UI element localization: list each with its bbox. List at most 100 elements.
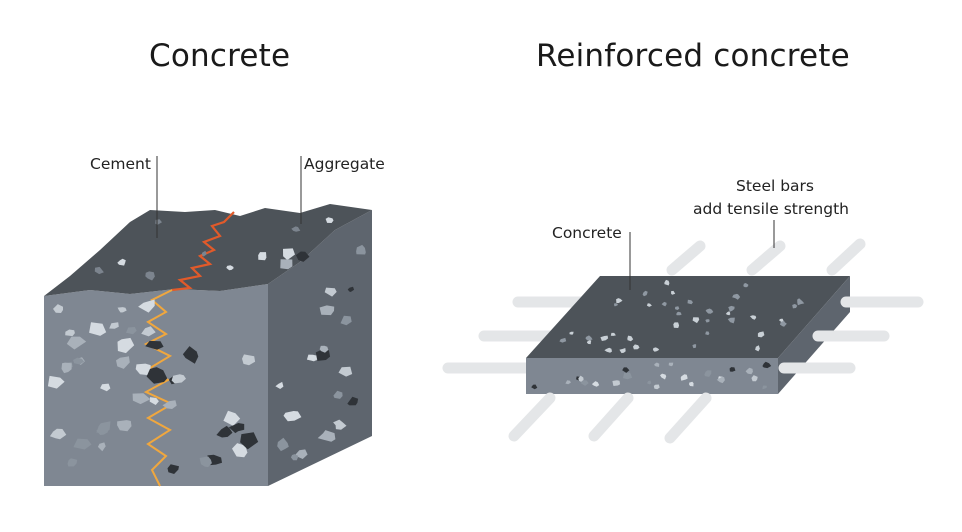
steel-bars-front xyxy=(508,296,924,444)
aggregate-piece xyxy=(559,337,567,343)
aggregate-piece xyxy=(117,420,132,432)
aggregate-piece xyxy=(145,340,164,350)
aggregate-piece xyxy=(614,303,619,307)
aggregate-piece xyxy=(126,327,137,335)
aggregate-piece xyxy=(53,304,63,313)
aggregate-piece xyxy=(673,322,680,328)
aggregate-piece xyxy=(569,331,574,335)
slab-aggregate-pieces xyxy=(531,279,805,390)
aggregate-piece xyxy=(762,361,772,369)
aggregate-piece xyxy=(580,380,589,386)
aggregate-piece xyxy=(749,315,757,320)
aggregate-piece xyxy=(240,432,259,450)
aggregate-piece xyxy=(676,311,682,316)
crack-top xyxy=(171,211,235,292)
aggregate-piece xyxy=(67,458,78,467)
aggregate-piece xyxy=(705,319,710,323)
aggregate-piece xyxy=(797,298,805,306)
aggregate-piece xyxy=(94,266,104,275)
aggregate-piece xyxy=(280,259,293,270)
concrete-front-face xyxy=(44,284,268,486)
aggregate-label: Aggregate xyxy=(304,155,385,173)
aggregate-piece xyxy=(692,344,697,349)
aggregate-piece xyxy=(291,226,301,232)
aggregate-piece xyxy=(732,293,741,300)
aggregate-piece xyxy=(591,381,600,387)
aggregate-piece xyxy=(138,299,155,313)
aggregate-piece xyxy=(664,279,670,286)
aggregate-piece xyxy=(135,363,151,376)
aggregate-piece xyxy=(73,357,85,365)
aggregate-piece xyxy=(96,421,111,433)
cement-label: Cement xyxy=(90,155,151,173)
concrete-title: Concrete xyxy=(149,38,291,74)
aggregate-piece xyxy=(306,354,317,362)
aggregate-piece xyxy=(356,244,366,255)
aggregate-piece xyxy=(149,397,159,405)
aggregate-piece xyxy=(647,380,652,385)
aggregate-piece xyxy=(182,346,199,364)
aggregate-piece xyxy=(725,311,731,316)
aggregate-piece xyxy=(97,442,106,452)
aggregate-piece xyxy=(745,367,753,375)
aggregate-piece xyxy=(680,374,688,381)
aggregate-piece xyxy=(751,375,758,382)
aggregate-piece xyxy=(616,298,623,304)
reinforced-slab xyxy=(526,276,850,394)
aggregate-piece xyxy=(325,217,334,223)
aggregate-piece xyxy=(315,350,331,361)
aggregate-piece xyxy=(653,384,660,390)
aggregate-piece xyxy=(689,381,694,387)
aggregate-piece xyxy=(201,250,207,257)
aggregate-piece xyxy=(283,411,302,422)
aggregate-piece xyxy=(642,290,648,297)
aggregate-piece xyxy=(333,390,343,399)
aggregate-piece xyxy=(578,375,584,382)
steel-bar xyxy=(746,240,786,276)
aggregate-piece xyxy=(612,380,621,386)
aggregate-piece xyxy=(228,423,245,434)
concrete-block xyxy=(44,204,372,487)
aggregate-piece xyxy=(347,396,359,406)
aggregate-piece xyxy=(117,337,135,354)
aggregate-piece xyxy=(340,315,352,326)
concrete-label: Concrete xyxy=(552,224,622,242)
aggregate-piece xyxy=(242,354,256,366)
aggregate-piece xyxy=(654,362,660,367)
aggregate-piece xyxy=(145,271,155,281)
aggregate-piece xyxy=(132,393,151,405)
aggregate-piece xyxy=(295,251,310,262)
aggregate-piece xyxy=(646,303,652,307)
aggregate-piece xyxy=(324,287,337,297)
steel-bar xyxy=(826,238,866,276)
aggregate-piece xyxy=(668,362,674,367)
aggregate-piece xyxy=(290,454,299,461)
aggregate-piece xyxy=(66,336,87,350)
aggregate-piece xyxy=(216,425,233,438)
aggregate-piece xyxy=(65,329,75,337)
aggregate-piece xyxy=(704,370,712,377)
aggregate-piece xyxy=(716,376,725,384)
aggregate-piece xyxy=(692,317,700,324)
aggregate-piece xyxy=(622,372,633,380)
aggregate-piece xyxy=(49,428,67,440)
aggregate-piece xyxy=(757,331,765,338)
aggregate-piece xyxy=(100,383,111,392)
aggregate-piece xyxy=(338,366,353,377)
aggregate-piece xyxy=(743,283,749,288)
steel-bar xyxy=(508,392,556,442)
aggregate-piece xyxy=(660,373,667,380)
aggregate-piece xyxy=(705,331,710,336)
aggregate-piece xyxy=(705,308,714,314)
aggregate-piece xyxy=(531,384,538,390)
aggregate-piece xyxy=(728,305,735,312)
aggregate-piece xyxy=(633,344,640,350)
aggregate-piece xyxy=(585,335,593,341)
aggregate-piece xyxy=(347,286,355,292)
aggregate-piece xyxy=(283,248,295,261)
aggregate-piece xyxy=(109,322,119,329)
aggregate-piece xyxy=(61,362,72,374)
aggregate-piece xyxy=(586,340,592,345)
aggregate-piece xyxy=(73,438,92,450)
aggregate-piece xyxy=(319,345,329,353)
